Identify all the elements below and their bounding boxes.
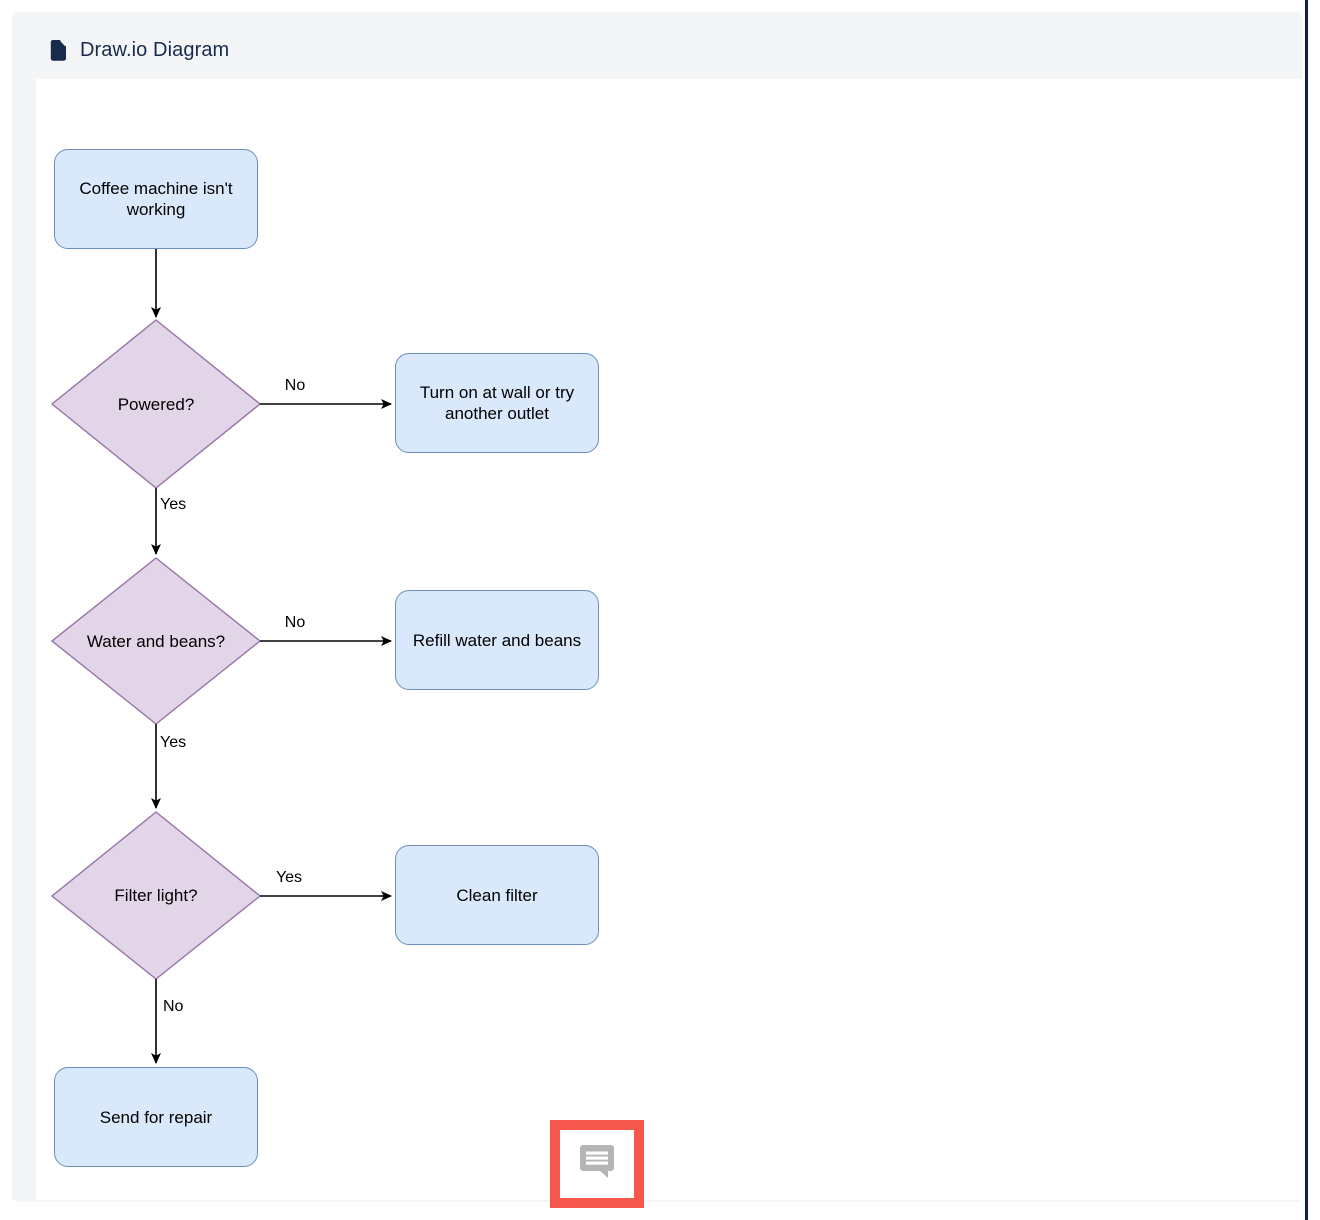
node-clean-filter: Clean filter: [395, 845, 599, 945]
node-refill-water-and-beans: Refill water and beans: [395, 590, 599, 690]
node-label: Refill water and beans: [412, 630, 582, 650]
node-send-for-repair: Send for repair: [54, 1067, 258, 1167]
comment-icon[interactable]: [579, 1144, 615, 1178]
document-icon: [50, 40, 67, 61]
annotation-highlight-box: [550, 1120, 644, 1208]
node-label: Coffee machine isn't working: [79, 179, 233, 219]
node-label: Turn on at wall or try another outlet: [419, 383, 575, 423]
diagram-viewport[interactable]: Coffee machine isn't working Turn on at …: [36, 79, 1302, 1208]
drawio-macro-panel: Draw.io Diagram Coffee machine: [12, 12, 1302, 1208]
macro-title: Draw.io Diagram: [80, 39, 230, 61]
edge-label-water-no: No: [284, 614, 306, 631]
node-label: Clean filter: [456, 885, 538, 905]
window-edge-divider: [1305, 0, 1308, 1220]
flowchart-canvas: [50, 249, 392, 1064]
decision-water-and-beans: [50, 557, 262, 725]
decision-filter-light: [50, 811, 262, 980]
edge-label-water-yes: Yes: [160, 734, 187, 751]
macro-header: Draw.io Diagram: [50, 39, 229, 62]
node-turn-on-at-wall: Turn on at wall or try another outlet: [395, 353, 599, 453]
decision-powered: [50, 319, 262, 489]
node-label: Send for repair: [99, 1107, 213, 1127]
node-start: Coffee machine isn't working: [54, 149, 258, 249]
edge-label-powered-yes: Yes: [160, 496, 187, 513]
edge-label-filter-yes: Yes: [275, 869, 303, 886]
edge-label-powered-no: No: [284, 377, 306, 394]
edge-label-filter-no: No: [163, 998, 184, 1015]
